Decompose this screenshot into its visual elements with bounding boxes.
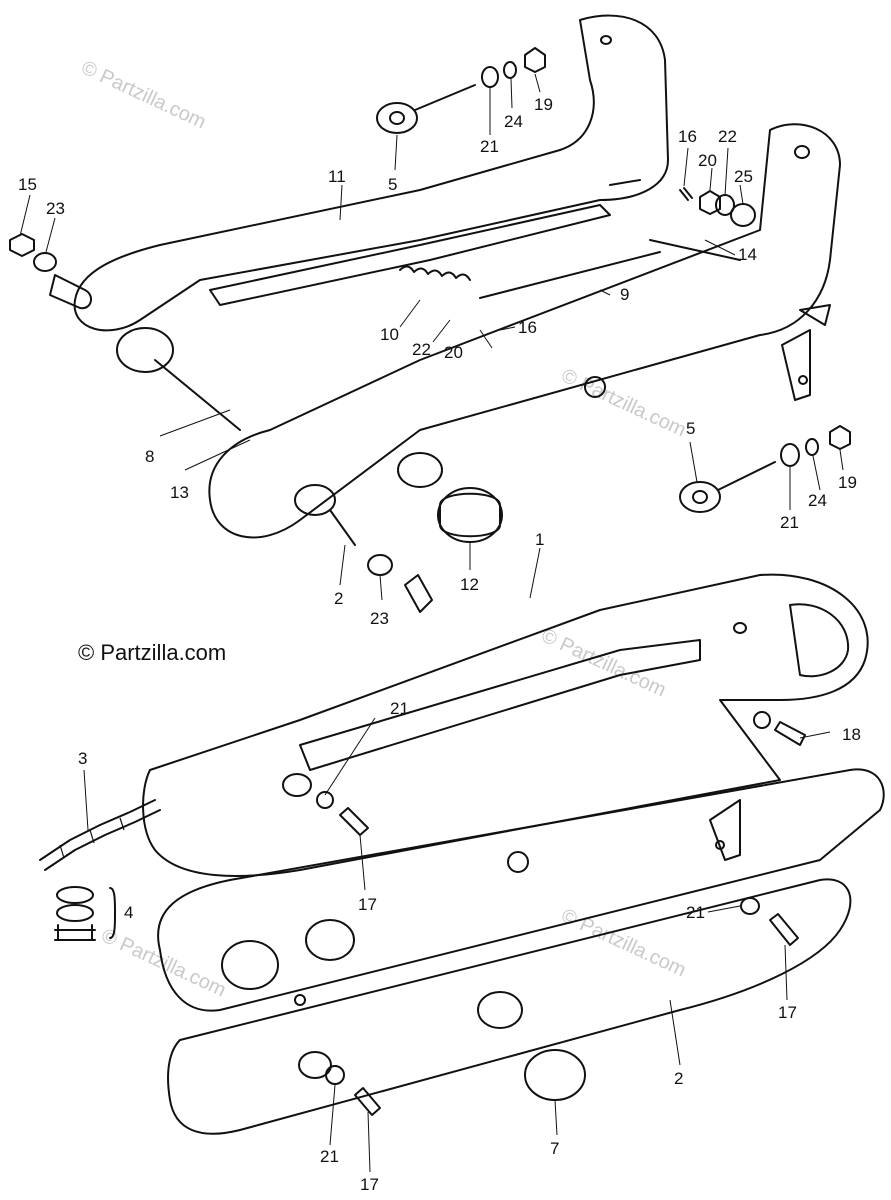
washer-18 (753, 711, 771, 729)
callouts: 5 11 15 23 21 24 19 16 22 20 25 14 9 10 … (18, 95, 861, 1194)
chain-case-cover (142, 573, 869, 877)
screw-18 (774, 721, 806, 746)
washer-21-bottom (325, 1065, 345, 1085)
callout-14: 14 (738, 245, 757, 264)
callout-16: 16 (518, 318, 537, 337)
eye-bolt-5-lower (679, 461, 776, 513)
callout-11: 11 (328, 167, 346, 186)
washer-21-upper (481, 66, 499, 88)
inner-cover (157, 768, 885, 1012)
callout-22: 22 (412, 340, 431, 359)
lockwasher-24-right (805, 438, 819, 456)
rod-9 (479, 251, 661, 299)
screw-17-bottom (354, 1087, 381, 1116)
callout-8: 8 (145, 447, 154, 466)
callout-10: 10 (380, 325, 399, 344)
callout-4: 4 (124, 903, 133, 922)
cap-12 (437, 487, 503, 543)
screw-17-mid (339, 807, 369, 836)
outer-cover-2 (167, 878, 852, 1135)
callout-5: 5 (686, 419, 695, 438)
nut-20 (699, 190, 721, 215)
callout-19: 19 (534, 95, 553, 114)
cotter-pin-16 (679, 187, 693, 201)
callout-2: 2 (674, 1069, 683, 1088)
pivot-bolt (329, 509, 356, 546)
adjuster-bolt-14 (649, 239, 741, 261)
nut-15 (9, 233, 35, 257)
callout-5: 5 (388, 175, 397, 194)
grommet-21-bottom (298, 1051, 332, 1079)
callout-21: 21 (390, 699, 409, 718)
callout-1: 1 (535, 530, 544, 549)
leader-lines (19, 73, 844, 1173)
watermark: © Partzilla.com (558, 365, 689, 442)
callout-21: 21 (480, 137, 499, 156)
washer-23-left (33, 252, 57, 272)
washer-21-mid (316, 791, 334, 809)
callout-22: 22 (718, 127, 737, 146)
watermark: © Partzilla.com (98, 925, 229, 1002)
callout-16: 16 (678, 127, 697, 146)
callout-13: 13 (170, 483, 189, 502)
callout-9: 9 (620, 285, 629, 304)
bolt (404, 574, 433, 613)
callout-17: 17 (778, 1003, 797, 1022)
lockwasher-24-upper (503, 61, 517, 79)
callout-23: 23 (46, 199, 65, 218)
nut-19-upper (524, 47, 546, 73)
eye-bolt-5-upper (376, 84, 476, 134)
chain-case-rear (208, 123, 841, 539)
collar (49, 274, 92, 310)
callout-24: 24 (808, 491, 827, 510)
washer-21-right-lower (740, 897, 760, 915)
washer-23 (367, 554, 393, 576)
watermark: © Partzilla.com (78, 57, 209, 134)
copyright-text: © Partzilla.com (78, 640, 226, 665)
callout-15: 15 (18, 175, 37, 194)
callout-12: 12 (460, 575, 479, 594)
watermark: © Partzilla.com (538, 625, 669, 702)
bushing-25 (730, 203, 756, 227)
callout-17: 17 (360, 1175, 379, 1194)
watermark: © Partzilla.com (558, 905, 689, 982)
chain-3 (39, 799, 161, 871)
callout-24: 24 (504, 112, 523, 131)
callout-20: 20 (444, 343, 463, 362)
callout-20: 20 (698, 151, 717, 170)
callout-25: 25 (734, 167, 753, 186)
callout-2: 2 (334, 589, 343, 608)
callout-21: 21 (320, 1147, 339, 1166)
callout-19: 19 (838, 473, 857, 492)
callout-3: 3 (78, 749, 87, 768)
callout-23: 23 (370, 609, 389, 628)
spring-10 (399, 265, 471, 281)
callout-7: 7 (550, 1139, 559, 1158)
callout-21: 21 (780, 513, 799, 532)
plug-7 (524, 1049, 586, 1101)
washer-21-right (780, 443, 800, 467)
swing-arm (73, 14, 669, 373)
nut-19-right (829, 425, 851, 450)
callout-21: 21 (686, 903, 705, 922)
callout-17: 17 (358, 895, 377, 914)
callout-18: 18 (842, 725, 861, 744)
master-link-4 (54, 886, 116, 941)
rod-8 (154, 359, 241, 431)
screw-17-right (769, 913, 799, 946)
